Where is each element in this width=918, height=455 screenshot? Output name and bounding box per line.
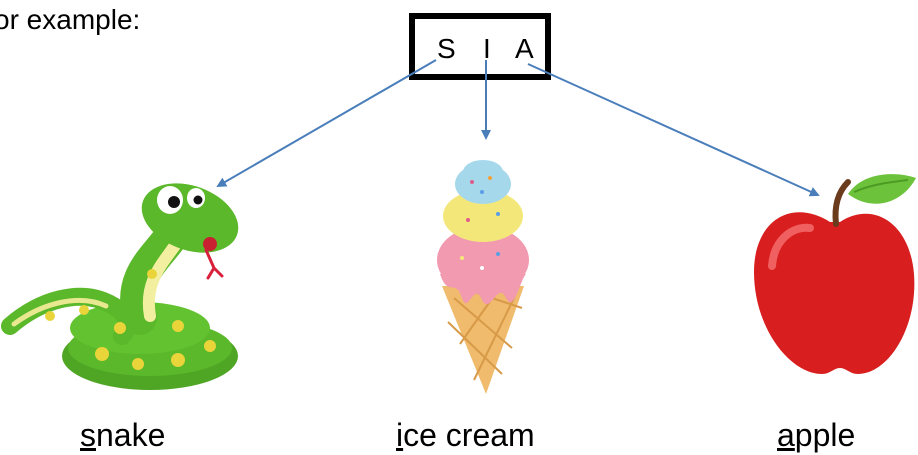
word-ice-cream-first-letter: i bbox=[396, 417, 404, 453]
word-snake-first-letter: s bbox=[80, 417, 96, 453]
word-apple: apple bbox=[777, 419, 855, 451]
word-apple-first-letter: a bbox=[777, 417, 795, 453]
word-ice-cream: ice cream bbox=[396, 419, 535, 451]
word-ice-cream-rest: ce cream bbox=[403, 417, 535, 453]
acronym-letter-s: S bbox=[437, 33, 456, 64]
word-snake: snake bbox=[80, 419, 165, 451]
acronym-letter-i: I bbox=[483, 33, 491, 64]
intro-text: or example: bbox=[0, 4, 141, 35]
word-apple-rest: pple bbox=[794, 417, 856, 453]
word-snake-rest: nake bbox=[96, 417, 166, 453]
acronym-letter-a: A bbox=[515, 33, 534, 64]
arrow-s-to-snake bbox=[216, 59, 437, 188]
snake-illustration bbox=[1, 183, 239, 390]
acronym-box: S I A bbox=[409, 13, 551, 80]
arrow-a-to-apple bbox=[527, 63, 820, 197]
apple-illustration bbox=[754, 174, 916, 374]
ice-cream-illustration bbox=[437, 160, 529, 394]
